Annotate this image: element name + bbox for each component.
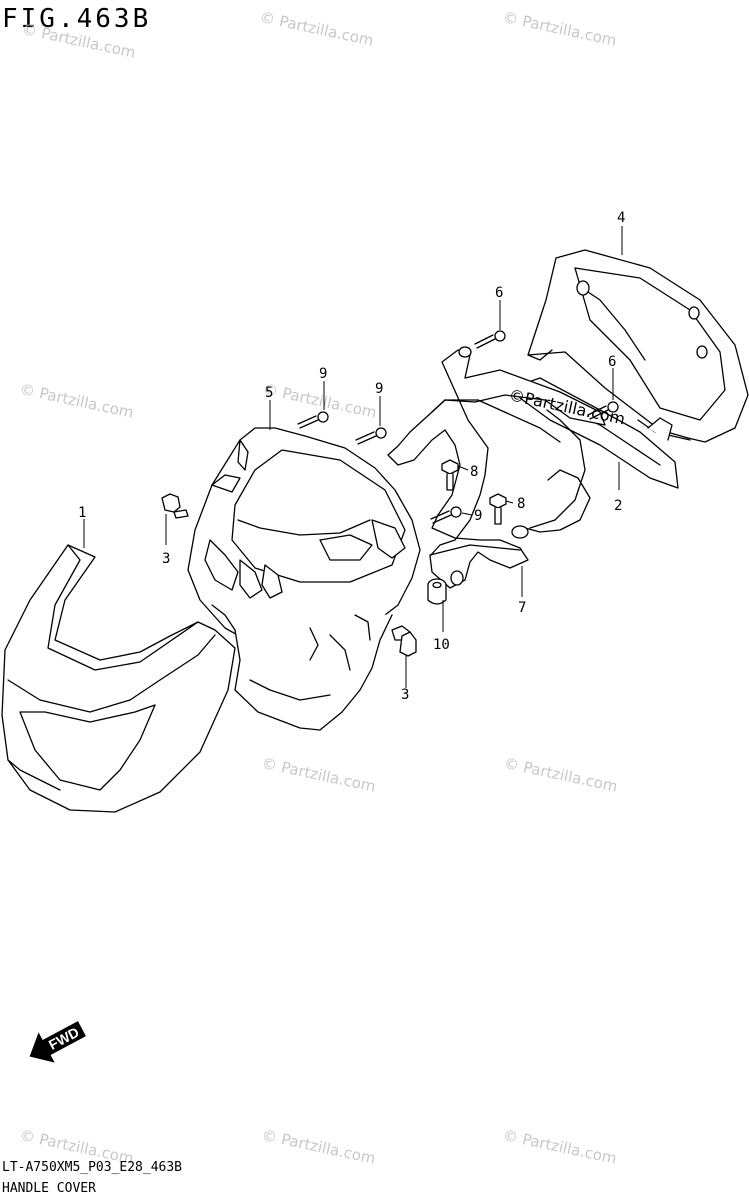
fwd-arrow-icon: FWD xyxy=(29,1021,86,1063)
callout-6-upper: 6 xyxy=(495,285,503,301)
part-4-rear-cover xyxy=(527,249,749,443)
part-8-bolt-b xyxy=(489,493,507,525)
part-9-screw-c xyxy=(430,506,462,524)
part-8-bolt-a xyxy=(441,459,459,491)
part-1-front-cover xyxy=(1,544,236,813)
leader-lines xyxy=(83,226,623,688)
part-9-screw-a xyxy=(297,411,329,429)
callout-7: 7 xyxy=(518,600,526,616)
callout-8-upper: 8 xyxy=(470,464,478,480)
figure-code: LT-A750XM5_P03_E28_463B xyxy=(2,1160,183,1175)
callout-2: 2 xyxy=(614,498,622,514)
callout-1: 1 xyxy=(78,505,86,521)
figure-caption: HANDLE COVER xyxy=(2,1181,96,1196)
callout-3-upper: 3 xyxy=(162,551,170,567)
callout-9-lower: 9 xyxy=(474,508,482,524)
figure-title: FIG.463B xyxy=(2,4,152,34)
callout-9-right: 9 xyxy=(375,381,383,397)
part-6-screw-a xyxy=(474,330,506,349)
callout-10: 10 xyxy=(433,637,450,653)
part-10-grommet xyxy=(427,578,447,605)
part-3-clip-upper xyxy=(161,493,189,519)
part-3-clip-lower xyxy=(391,625,417,657)
callout-3-lower: 3 xyxy=(401,687,409,703)
callout-6-lower: 6 xyxy=(608,354,616,370)
callout-4: 4 xyxy=(617,210,625,226)
part-7-bracket xyxy=(387,346,606,589)
part-6-screw-b xyxy=(587,401,619,420)
callout-5: 5 xyxy=(265,385,273,401)
fwd-label: FWD xyxy=(46,1024,82,1053)
callout-8-lower: 8 xyxy=(517,496,525,512)
callouts: 1 2 3 3 4 5 6 6 7 8 8 9 9 9 10 xyxy=(78,210,625,703)
part-9-screw-b xyxy=(355,427,387,445)
callout-9-left: 9 xyxy=(319,366,327,382)
part-5-front-housing xyxy=(187,427,421,731)
